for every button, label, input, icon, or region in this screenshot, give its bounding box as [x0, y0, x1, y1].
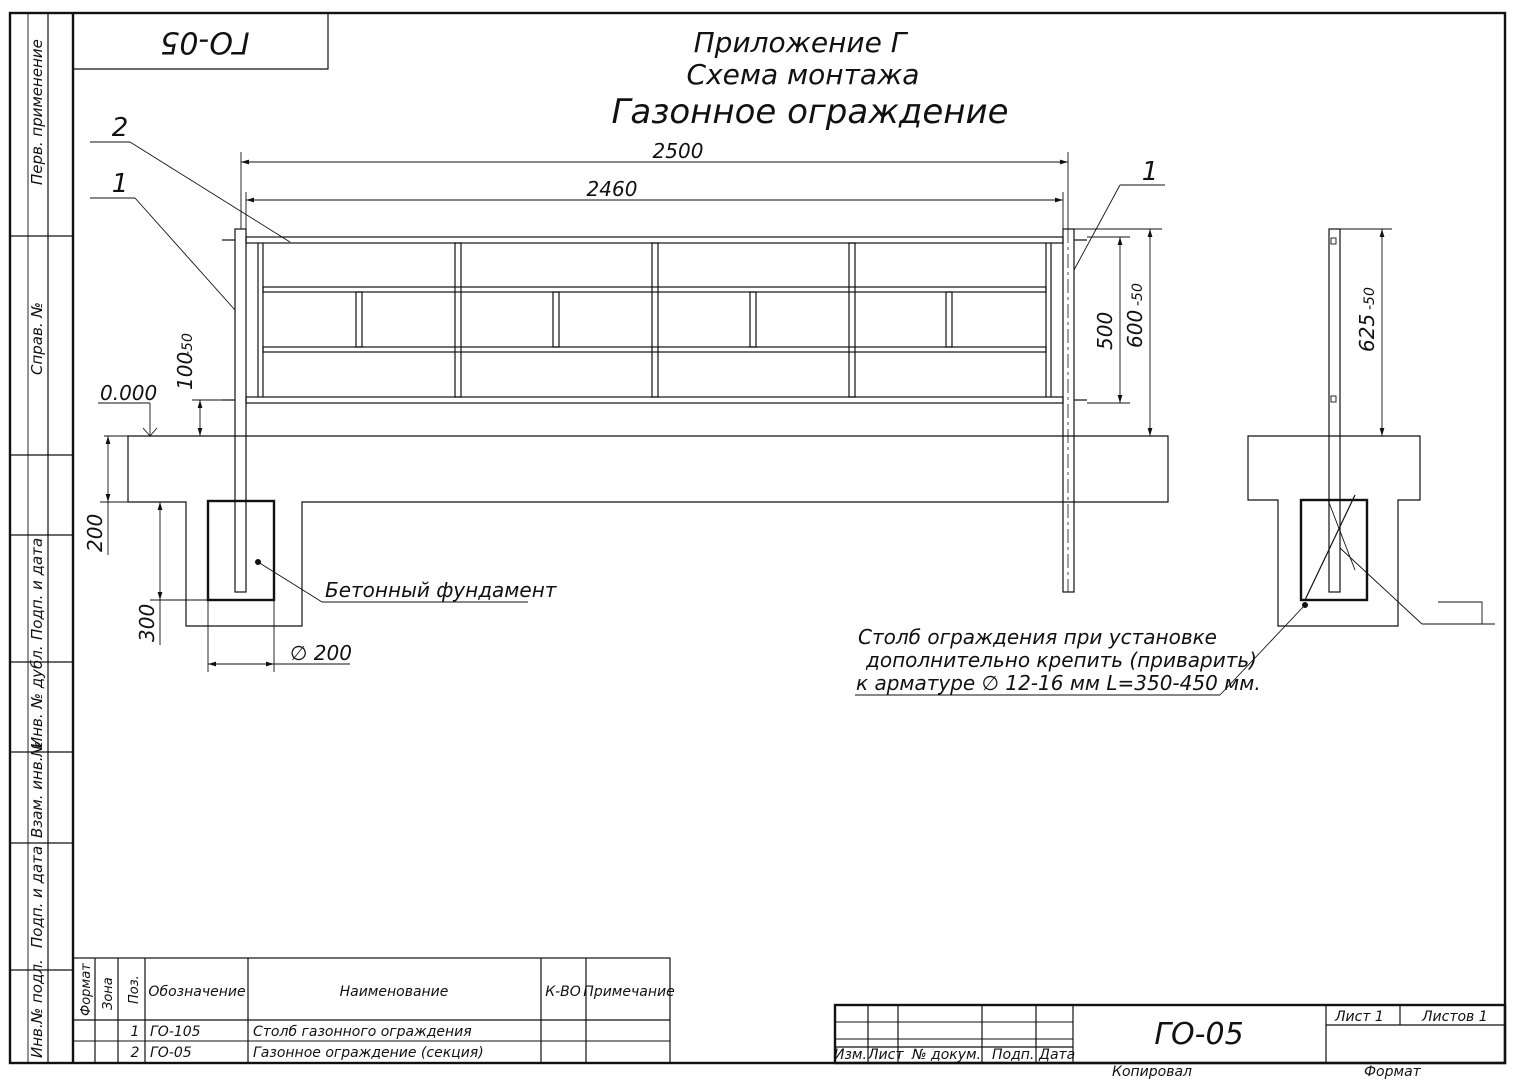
side-labels: Перв. применение Справ. № Подп. и дата И… — [28, 39, 46, 1058]
side-label-vzam: Взам. инв.№ — [28, 741, 46, 838]
callout-1-left: 1 — [90, 169, 236, 311]
title-line-2: Схема монтажа — [687, 58, 920, 91]
foundation-callout: Бетонный фундамент — [255, 559, 558, 603]
dim-clearance-label: 100 — [173, 352, 197, 390]
callout-2: 2 — [90, 113, 291, 243]
side-label-inv-dubl: Инв. № дубл. — [28, 645, 46, 748]
spec-header-qty: К-ВО — [545, 984, 581, 1000]
level-label: 0.000 — [100, 381, 157, 405]
tb-code: ГО-05 — [1154, 1017, 1243, 1052]
spec-header-name: Наименование — [340, 984, 449, 1000]
tb-copied: Копировал — [1112, 1064, 1192, 1080]
spec-header-zone: Зона — [101, 977, 116, 1010]
title-block: Изм. Лист № докум. Подп. Дата ГО-05 Лист… — [833, 1003, 1507, 1080]
callout-1-right: 1 — [1073, 157, 1165, 271]
side-label-inv-podl: Инв.№ подл. — [28, 959, 46, 1058]
fence-posts — [222, 228, 1087, 593]
post-note-line-3: к арматуре ∅ 12-16 мм L=350-450 мм. — [856, 671, 1261, 695]
side-height-tol: -50 — [1362, 287, 1378, 310]
dim-found-depth: 300 — [135, 502, 208, 645]
left-post — [234, 228, 247, 593]
dim-depth-label: 200 — [83, 514, 107, 552]
dim-post-height: 600 -50 — [1074, 228, 1162, 436]
dim-inner: 2460 — [245, 177, 1064, 237]
dim-inner-label: 2460 — [587, 177, 638, 201]
side-view: 625 -50 — [1247, 228, 1495, 627]
stamp-code: ГО-05 — [160, 25, 249, 60]
tb-sheet: Лист 1 — [1334, 1009, 1384, 1025]
tb-format: Формат — [1364, 1064, 1422, 1080]
spec-row-1-pos: 1 — [131, 1024, 140, 1040]
tb-izm: Изм. — [834, 1047, 867, 1063]
spec-header-note: Примечание — [583, 984, 674, 1000]
dim-clearance: 100 -50 — [173, 333, 222, 436]
side-label-podp1: Подп. и дата — [28, 538, 46, 640]
side-post — [1328, 228, 1341, 593]
spec-header-format: Формат — [79, 963, 94, 1016]
drawing-title: Приложение Г Схема монтажа Газонное огра… — [611, 26, 1008, 132]
sheet-frame — [8, 11, 1507, 1065]
dim-clearance-tol: -50 — [180, 333, 196, 356]
dim-diameter-label: ∅ 200 — [290, 641, 352, 665]
spec-table: Формат Зона Поз. Обозначение Наименовани… — [72, 957, 675, 1064]
spec-row-1-name: Столб газонного ограждения — [253, 1024, 472, 1040]
title-line-1: Приложение Г — [694, 26, 909, 59]
tb-podp: Подп. — [992, 1047, 1034, 1063]
dim-depth: 200 — [83, 436, 128, 555]
dim-post-height-label: 600 — [1123, 310, 1147, 348]
title-line-3: Газонное ограждение — [611, 92, 1008, 132]
level-mark: 0.000 — [98, 381, 158, 437]
tb-data: Дата — [1038, 1047, 1075, 1063]
dim-overall-label: 2500 — [653, 139, 704, 163]
tb-doc: № докум. — [911, 1047, 981, 1063]
callout-1-left-label: 1 — [112, 169, 129, 199]
post-note-line-2: дополнительно крепить (приварить) — [865, 648, 1257, 672]
fence-section — [245, 236, 1064, 404]
tb-sheets: Листов 1 — [1421, 1009, 1488, 1025]
spec-header-pos: Поз. — [127, 975, 142, 1004]
spec-row-2-designation: ГО-05 — [150, 1045, 192, 1061]
post-note-line-1: Столб ограждения при установке — [858, 625, 1217, 649]
side-label-podp2: Подп. и дата — [28, 846, 46, 948]
side-height-label: 625 — [1355, 314, 1379, 352]
right-post — [1062, 228, 1075, 593]
foundation-label: Бетонный фундамент — [325, 578, 558, 602]
dim-post-height-tol: -50 — [1130, 283, 1146, 306]
dim-found-depth-label: 300 — [135, 604, 159, 642]
dim-overall: 2500 — [240, 139, 1069, 229]
callout-2-label: 2 — [112, 113, 129, 143]
spec-row-2-pos: 2 — [131, 1045, 140, 1061]
dim-diameter: ∅ 200 — [207, 600, 352, 672]
ground-section — [127, 435, 1169, 627]
side-label-sprav: Справ. № — [28, 302, 46, 375]
side-label-perv: Перв. применение — [28, 39, 46, 185]
dim-height-label: 500 — [1093, 312, 1117, 350]
callout-1-right-label: 1 — [1142, 157, 1159, 187]
code-stamp: ГО-05 — [73, 13, 329, 70]
spec-header-designation: Обозначение — [148, 984, 245, 1000]
post-note: Столб ограждения при установке дополните… — [855, 602, 1308, 696]
spec-row-1-designation: ГО-105 — [150, 1024, 201, 1040]
spec-row-2-name: Газонное ограждение (секция) — [253, 1045, 484, 1061]
dim-height: 500 — [1087, 236, 1130, 404]
tb-list: Лист — [867, 1047, 904, 1063]
